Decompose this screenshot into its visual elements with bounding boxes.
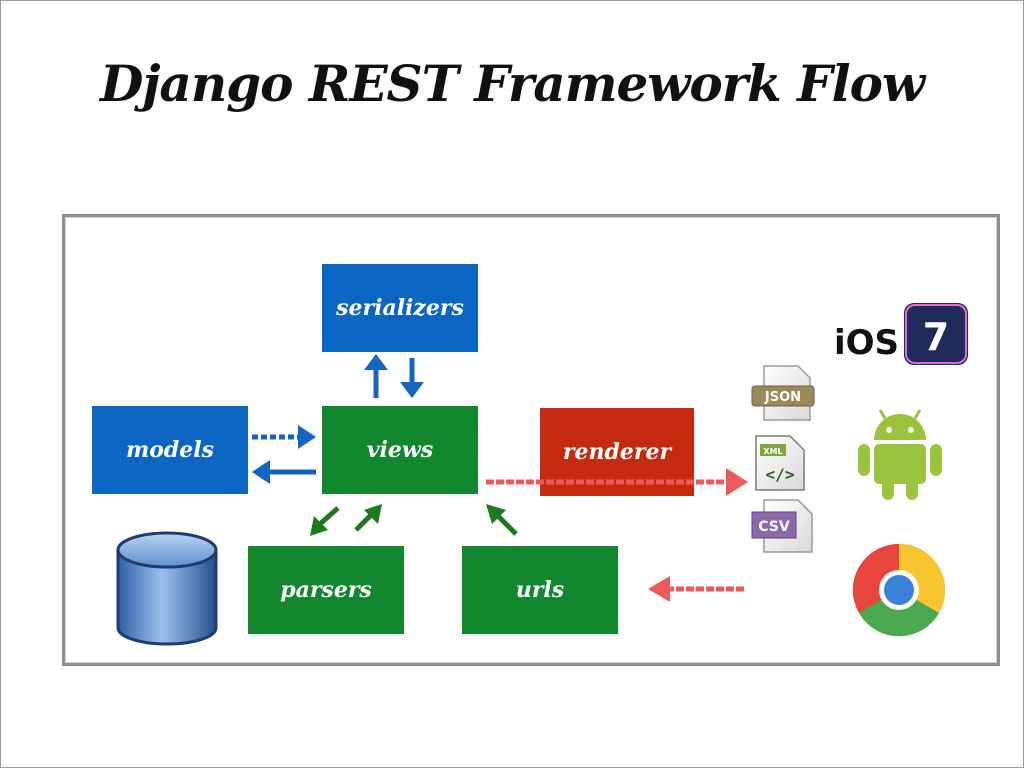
renderer-label: renderer [562,439,672,465]
json-label: JSON [764,390,801,405]
urls-label: urls [515,577,565,603]
csv-file-icon: CSV [751,499,813,553]
slide-title: Django REST Framework Flow [99,54,925,113]
arrow-views-to-serializers [364,354,388,398]
ios-version: 7 [923,315,949,359]
arrow-views-to-models [252,460,316,484]
xml-file-icon: XML </> [755,435,805,491]
parsers-label: parsers [280,577,372,603]
diagram-frame [62,214,1000,666]
serializers-box: serializers [322,264,478,352]
views-box: views [322,406,478,494]
models-box: models [92,406,248,494]
arrow-serializers-to-views [400,358,424,398]
serializers-label: serializers [336,295,464,321]
arrow-views-to-parsers [310,506,340,536]
arrow-models-to-views [252,425,316,449]
ios-label: iOS [834,323,899,363]
parsers-box: parsers [248,546,404,634]
arrow-client-to-urls [648,576,744,602]
android-icon [858,409,942,500]
xml-label: XML [763,447,782,456]
arrow-urls-to-views [486,504,518,536]
svg-text:</>: </> [766,465,795,484]
database-icon [116,531,218,646]
json-file-icon: JSON [751,365,815,421]
csv-label: CSV [758,519,790,535]
views-label: views [366,437,434,463]
chrome-icon [852,543,946,637]
arrow-parsers-to-views [354,504,382,532]
urls-box: urls [462,546,618,634]
models-label: models [125,437,215,463]
ios-logo: iOS 7 [834,303,968,365]
arrow-views-to-formats [486,468,748,496]
